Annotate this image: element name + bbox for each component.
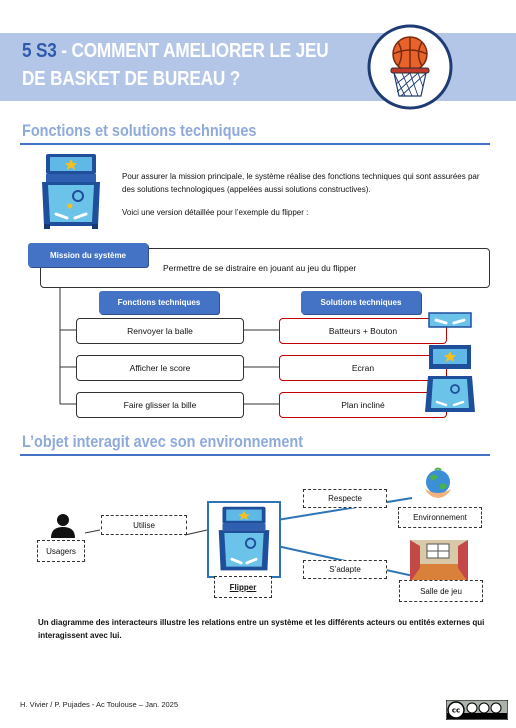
earth-icon (425, 467, 451, 498)
section-rule-2 (20, 454, 490, 456)
solution-box-2: Ecran (279, 355, 447, 381)
solution-box-3: Plan incliné (279, 392, 447, 418)
score-screen-icon (429, 345, 471, 369)
section-rule (20, 143, 490, 145)
environment-label: Environnement (398, 507, 482, 528)
mission-text: Permettre de se distraire en jouant au j… (163, 263, 357, 273)
intro-paragraph-2: Voici une version détaillée pour l’exemp… (122, 208, 309, 217)
function-box-2: Afficher le score (76, 355, 244, 381)
flipper-paddle-icon (428, 312, 472, 328)
solution-box-1: Batteurs + Bouton (279, 318, 447, 344)
respects-label: Respecte (303, 489, 387, 508)
function-box-1: Renvoyer la balle (76, 318, 244, 344)
section2-paragraph: Un diagramme des interacteurs illustre l… (38, 618, 485, 640)
function-box-3: Faire glisser la bille (76, 392, 244, 418)
title-text: - COMMENT AMELIORER LE JEU DE BASKET DE … (22, 40, 329, 90)
column-header-solutions: Solutions techniques (301, 291, 421, 314)
mission-label: Mission du système (28, 243, 148, 267)
page-title: 5 S3 - COMMENT AMELIORER LE JEU DE BASKE… (22, 37, 332, 93)
footer-credits: H. Vivier / P. Pujades - Ac Toulouse – J… (20, 700, 179, 709)
inclined-plane-icon (425, 376, 475, 412)
uses-label: Utilise (101, 515, 187, 535)
intro-paragraph: Pour assurer la mission principale, le s… (122, 172, 480, 194)
adapts-label: S’adapte (303, 560, 387, 579)
creative-commons-icon: cc (446, 700, 508, 720)
game-room-icon (410, 540, 468, 582)
svg-text:cc: cc (452, 707, 460, 715)
section-title-environment: L’objet interagit avec son environnement (22, 432, 304, 451)
users-label: Usagers (37, 540, 85, 562)
room-label: Salle de jeu (399, 580, 483, 602)
pinball-machine-icon (218, 506, 270, 571)
pinball-machine-icon (42, 154, 100, 229)
basketball-hoop-icon (367, 24, 453, 110)
user-icon (51, 514, 75, 538)
system-box (207, 501, 281, 578)
system-label: Flipper (229, 582, 257, 592)
section-title-functions: Fonctions et solutions techniques (22, 121, 257, 140)
title-code: 5 S3 (22, 40, 57, 62)
system-label-box: Flipper (214, 576, 272, 598)
column-header-functions: Fonctions techniques (99, 291, 219, 314)
